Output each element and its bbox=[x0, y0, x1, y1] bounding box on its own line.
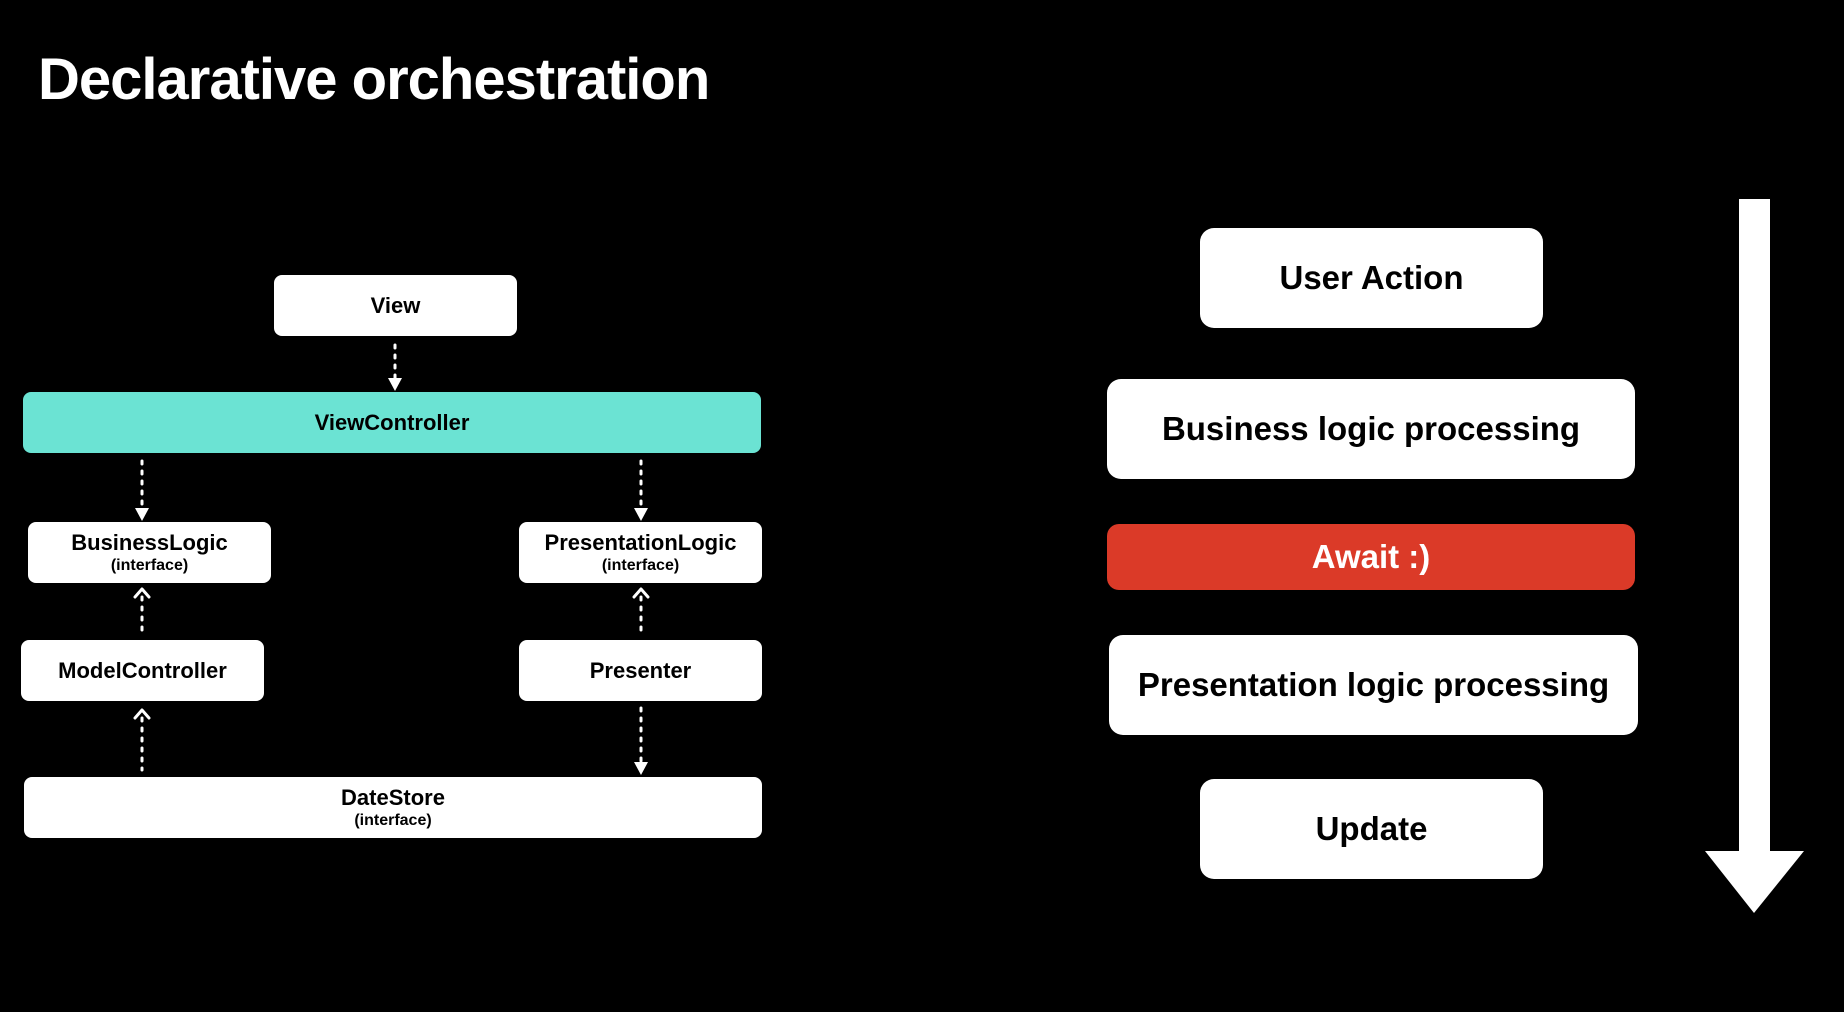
businesslogic-sublabel: (interface) bbox=[110, 557, 189, 574]
view-label: View bbox=[370, 292, 421, 318]
arrowhead-up-open bbox=[133, 708, 151, 720]
presentationlogic-label: PresentationLogic bbox=[544, 530, 737, 555]
slide-title: Declarative orchestration bbox=[38, 47, 710, 112]
viewcontroller-label: ViewController bbox=[314, 409, 470, 435]
flow-direction-arrow bbox=[1705, 199, 1804, 913]
arrowhead-down bbox=[388, 378, 402, 391]
modelcontroller-node: ModelController bbox=[21, 640, 264, 701]
businesslogic-label: BusinessLogic bbox=[71, 530, 228, 555]
datestore-node: DateStore (interface) bbox=[24, 777, 762, 838]
presentationlogic-node: PresentationLogic (interface) bbox=[519, 522, 762, 583]
arrowhead-down bbox=[634, 762, 648, 775]
flow-step-await: Await :) bbox=[1107, 524, 1635, 590]
businesslogic-node: BusinessLogic (interface) bbox=[28, 522, 271, 583]
datestore-label: DateStore bbox=[341, 785, 445, 810]
presenter-node: Presenter bbox=[519, 640, 762, 701]
arrowhead-down bbox=[135, 508, 149, 521]
flow-step-business-logic-processing: Business logic processing bbox=[1107, 379, 1635, 479]
flow-step-update: Update bbox=[1200, 779, 1543, 879]
view-node: View bbox=[274, 275, 517, 336]
presentationlogic-sublabel: (interface) bbox=[601, 557, 680, 574]
modelcontroller-label: ModelController bbox=[58, 657, 227, 683]
datestore-sublabel: (interface) bbox=[354, 812, 432, 829]
arrowhead-down bbox=[634, 508, 648, 521]
viewcontroller-node: ViewController bbox=[23, 392, 761, 453]
flow-step-user-action: User Action bbox=[1200, 228, 1543, 328]
arrowhead-up-open bbox=[133, 587, 151, 599]
flow-step-presentation-logic-processing: Presentation logic processing bbox=[1109, 635, 1638, 735]
arrowhead-up-open bbox=[632, 587, 650, 599]
presenter-label: Presenter bbox=[589, 657, 692, 683]
